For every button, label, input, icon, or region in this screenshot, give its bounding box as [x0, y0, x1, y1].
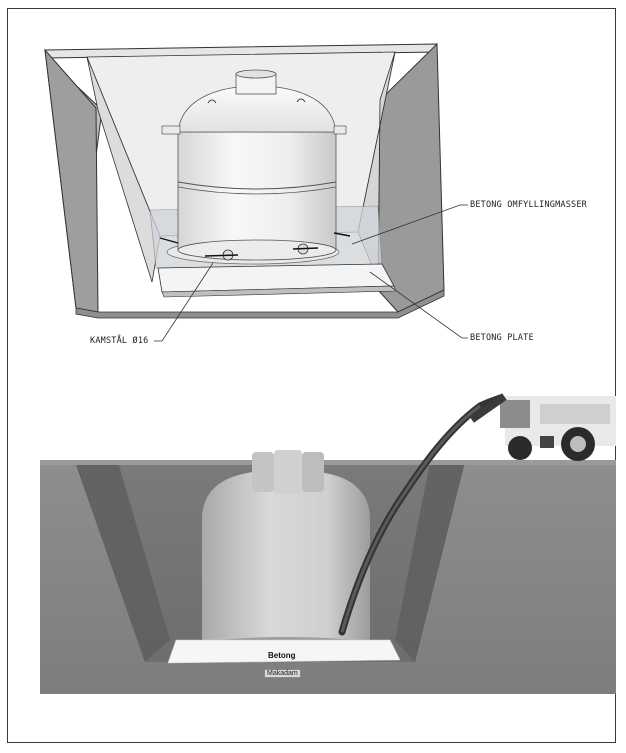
- callout-plate: BETONG PLATE: [470, 333, 534, 343]
- truck-illustration: [469, 393, 616, 461]
- installation-render: [40, 393, 616, 694]
- plate-label: Betong: [268, 651, 296, 660]
- callout-rebar: KAMSTÅL Ø16: [90, 336, 149, 346]
- sheet-border: [7, 8, 616, 743]
- gravel-label: Makadam: [264, 669, 301, 678]
- tank-illustration: [159, 69, 351, 265]
- callout-fill-masses: BETONG OMFYLLINGMASSER: [470, 200, 587, 210]
- callout-leaders: [154, 204, 468, 342]
